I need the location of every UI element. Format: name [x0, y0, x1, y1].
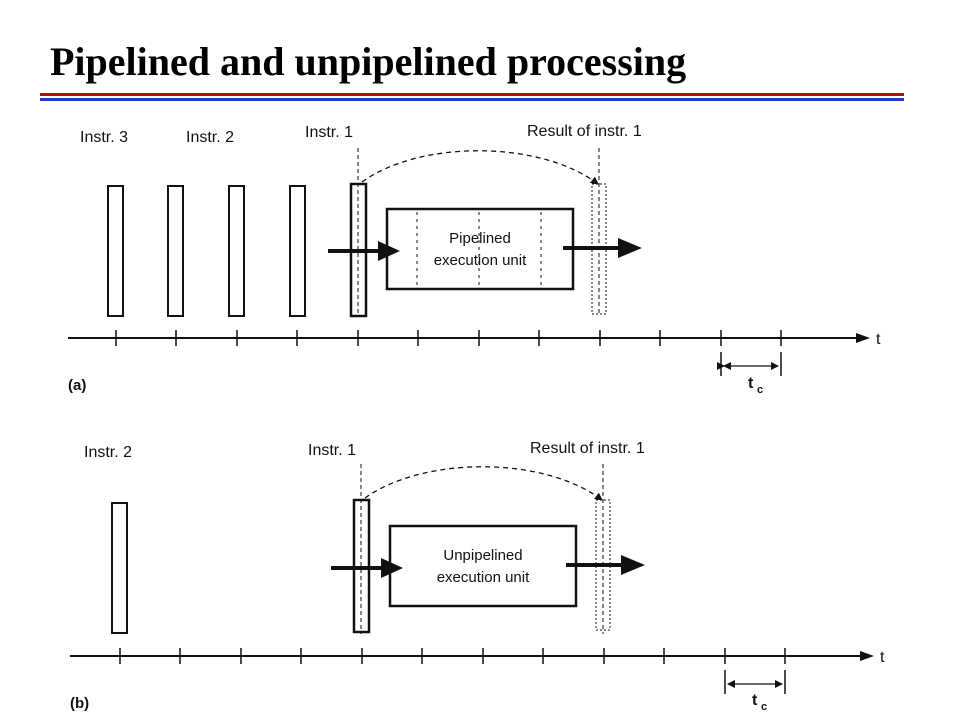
panel-a-label: (a): [68, 377, 86, 394]
label-instr-1: Instr. 1: [305, 124, 353, 141]
time-axis-arrowhead: [856, 333, 870, 343]
tc-subscript: c: [761, 701, 767, 713]
panel-a: Instr. 3 Instr. 2 Instr. 1 Result of ins…: [68, 123, 881, 396]
output-arrow-head: [618, 238, 642, 258]
time-ticks: [115, 330, 782, 346]
instruction-bar-3: [107, 185, 124, 317]
instruction-bar-2c: [289, 185, 306, 317]
page-title: Pipelined and unpipelined processing: [50, 39, 687, 84]
label-instr-3: Instr. 3: [80, 129, 128, 146]
time-axis-label: t: [880, 649, 885, 666]
title-underline-blue: [40, 98, 904, 101]
title-underline-red: [40, 93, 904, 96]
label-instr-2: Instr. 2: [186, 129, 234, 146]
input-arrow-head: [381, 558, 403, 578]
input-arrow-head: [378, 241, 400, 261]
output-arrow-head: [621, 555, 645, 575]
unpipelined-execution-unit: [388, 524, 578, 608]
tc-arrowhead-left: [727, 680, 735, 688]
instruction-bar-2a: [167, 185, 184, 317]
label-instr-2: Instr. 2: [84, 444, 132, 461]
time-axis-label: t: [876, 331, 881, 348]
panel-b-label: (b): [70, 695, 89, 712]
result-curve-arrow: [364, 466, 603, 501]
unit-label-line-1: Unpipelined: [443, 547, 522, 564]
result-curve-arrow: [361, 150, 599, 185]
panel-b: Instr. 2 Instr. 1 Result of instr. 1 Unp…: [70, 440, 885, 713]
label-instr-1: Instr. 1: [308, 442, 356, 459]
tc-label: t: [752, 692, 758, 709]
pipelined-execution-unit: [385, 207, 575, 291]
label-result-instr-1: Result of instr. 1: [530, 440, 645, 457]
time-ticks: [119, 648, 786, 664]
tc-label: t: [748, 375, 754, 392]
tc-arrowhead-left: [723, 362, 731, 370]
instruction-bar-2b: [228, 185, 245, 317]
unit-label-line-1: Pipelined: [449, 230, 511, 247]
instruction-bar-2: [111, 502, 128, 634]
time-axis-arrowhead: [860, 651, 874, 661]
unit-label-line-2: execution unit: [434, 252, 527, 269]
unit-label-line-2: execution unit: [437, 569, 530, 586]
label-result-instr-1: Result of instr. 1: [527, 123, 642, 140]
tc-subscript: c: [757, 384, 763, 396]
